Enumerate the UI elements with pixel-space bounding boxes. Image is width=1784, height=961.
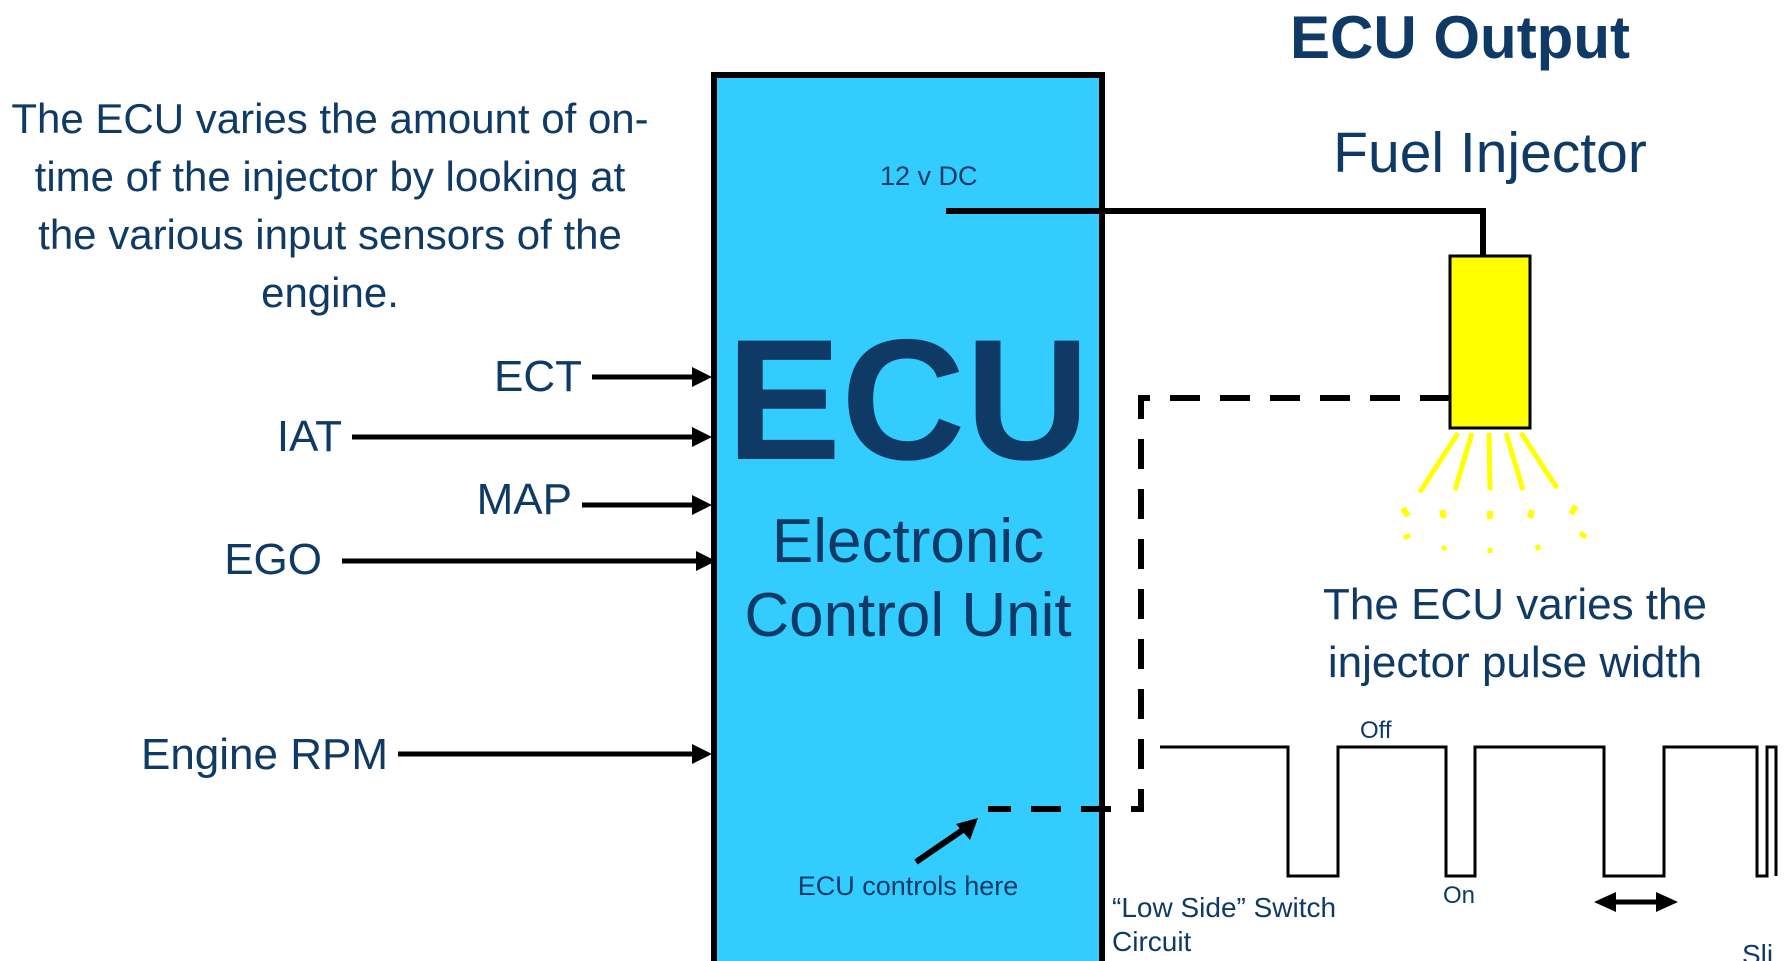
pulse-width-text: The ECU varies the injector pulse width xyxy=(1323,580,1707,687)
fuel-injector-label: Fuel Injector xyxy=(1333,121,1647,185)
input-label-ect: ECT xyxy=(494,352,582,401)
pulse-width-arrow xyxy=(1594,892,1678,912)
waveform-off-label: Off xyxy=(1360,717,1392,744)
intro-text: The ECU varies the amount of on-time of … xyxy=(11,95,649,316)
injector-body xyxy=(1448,254,1532,430)
input-label-map: MAP xyxy=(476,475,572,524)
supply-label: 12 v DC xyxy=(880,161,978,191)
ecu-box xyxy=(711,72,1105,961)
ecu-abbreviation: ECU xyxy=(726,304,1090,496)
low-side-wire xyxy=(988,395,1450,812)
page-title: ECU Output xyxy=(1290,4,1630,71)
supply-wire xyxy=(946,208,1486,256)
input-arrows xyxy=(342,367,716,764)
ecu-full-name: Electronic Control Unit xyxy=(744,507,1072,650)
controls-pointer xyxy=(914,822,972,865)
low-side-label: “Low Side” Switch Circuit xyxy=(1112,892,1337,957)
injector-spray xyxy=(1400,431,1588,553)
cropped-label: Sli xyxy=(1742,939,1774,961)
input-label-iat: IAT xyxy=(276,412,342,461)
input-label-engine-rpm: Engine RPM xyxy=(140,730,388,779)
pulse-waveform xyxy=(1160,745,1778,878)
input-label-ego: EGO xyxy=(224,535,322,584)
ecu-controls-label: ECU controls here xyxy=(797,871,1019,901)
waveform-on-label: On xyxy=(1443,882,1476,909)
